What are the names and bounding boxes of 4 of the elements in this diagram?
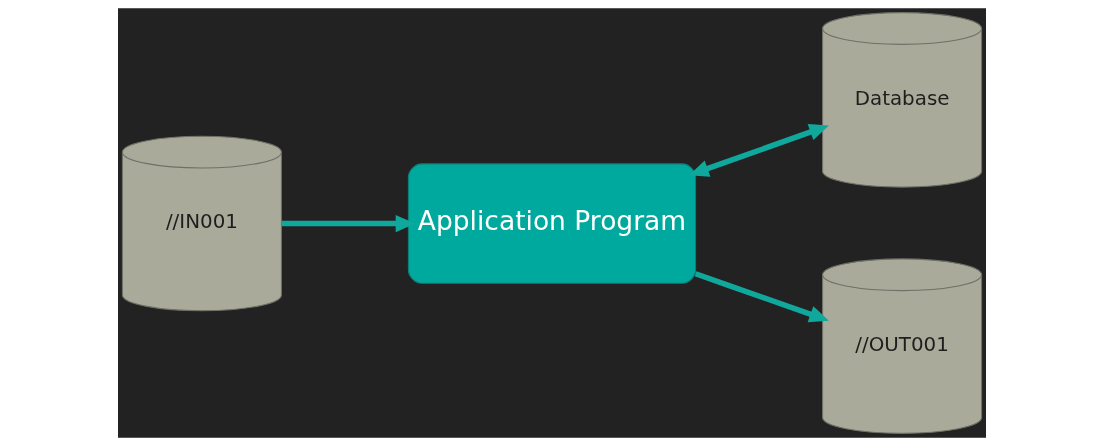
node-box: Application Program: [407, 163, 697, 284]
arrow: [689, 123, 829, 177]
arrow: [694, 271, 829, 323]
arrow: [281, 214, 416, 233]
